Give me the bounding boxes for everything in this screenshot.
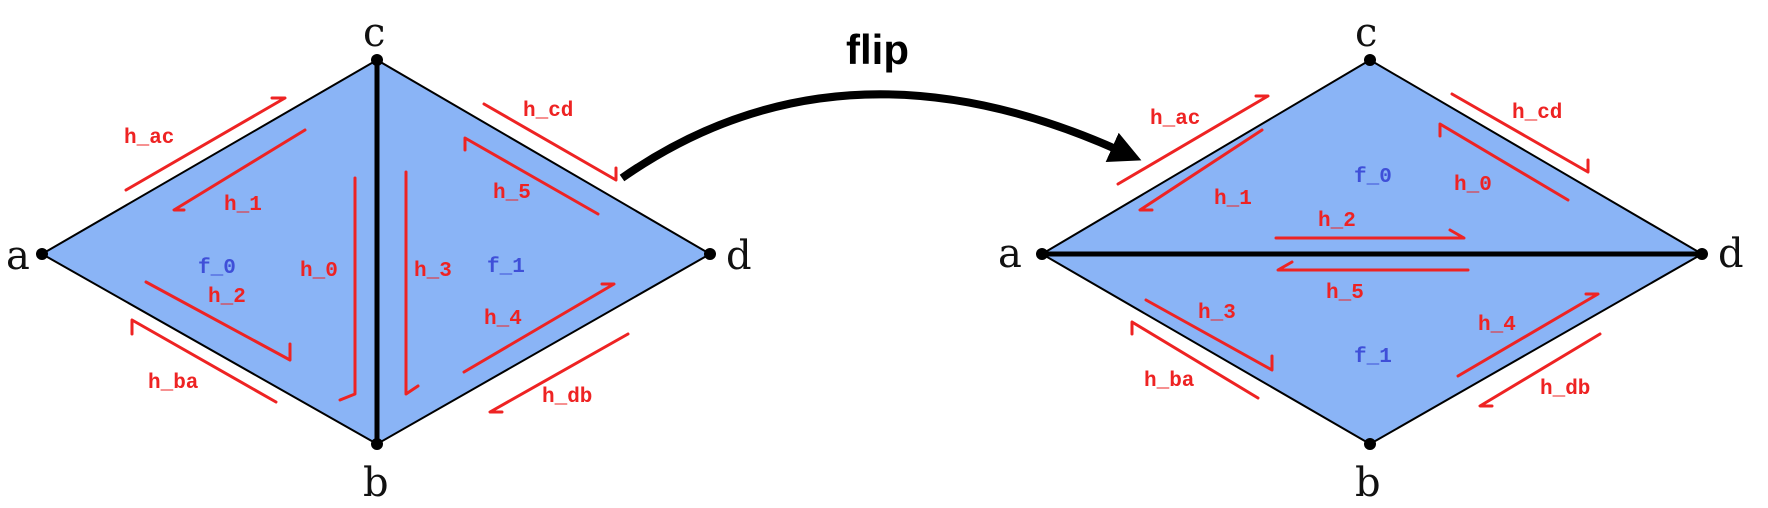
left-vertex-a-dot [36, 248, 48, 260]
right-half-edge-h_ac-label: h_ac [1150, 108, 1200, 131]
left-vertex-b-label: b [363, 460, 389, 506]
right-half-edge-h_4 [1456, 292, 1600, 378]
left-vertex-d-dot [704, 248, 716, 260]
right-vertex-d-dot [1696, 248, 1708, 260]
left-face-f0 [41, 59, 378, 445]
right-half-edge-h_3 [1144, 298, 1274, 372]
left-half-edge-h_1 [172, 128, 307, 212]
right-half-edge-labels: h_ac h_cd h_1 h_0 h_2 h_5 h_3 h_4 h_ba h… [1144, 102, 1590, 401]
left-half-edge-h_ac [124, 96, 287, 192]
right-half-edge-h_0-label: h_0 [1454, 174, 1492, 197]
right-half-edge-h_db-label: h_db [1540, 378, 1590, 401]
left-half-edge-h_db [488, 332, 630, 414]
flip-label: flip [846, 26, 909, 73]
right-vertex-d-label: d [1718, 231, 1744, 277]
left-half-edge-h_0-label: h_0 [300, 260, 338, 283]
left-half-edge-h_ba [130, 318, 278, 404]
left-half-edge-h_2 [144, 280, 292, 362]
right-half-edge-h_3-label: h_3 [1198, 302, 1236, 325]
left-vertex-a-label: a [6, 233, 30, 279]
right-face-labels: f_0 f_1 [1354, 166, 1392, 369]
right-half-edge-h_cd [1450, 92, 1590, 174]
left-half-edge-h_1-label: h_1 [224, 194, 262, 217]
flip-arrow: flip [619, 26, 1142, 182]
left-half-edge-h_3 [404, 170, 420, 396]
left-half-edge-h_cd-label: h_cd [523, 100, 573, 123]
left-half-edge-h_2-label: h_2 [208, 286, 246, 309]
right-vertex-b-dot [1364, 438, 1376, 450]
right-half-edge-h_2 [1274, 228, 1466, 240]
right-half-edge-h_0 [1438, 122, 1570, 202]
left-half-edge-h_0 [338, 176, 357, 402]
right-half-edge-h_2-label: h_2 [1318, 210, 1356, 233]
left-vertex-c-dot [371, 54, 383, 66]
right-vertex-labels: a b c d [998, 10, 1744, 506]
left-face-f1-label: f_1 [487, 256, 525, 279]
right-face-f0-label: f_0 [1354, 166, 1392, 189]
right-vertex-b-label: b [1355, 460, 1381, 506]
right-vertex-a-label: a [998, 231, 1022, 277]
left-half-edge-h_ac-label: h_ac [124, 127, 174, 150]
left-half-edge-h_db-label: h_db [542, 386, 592, 409]
right-half-edge-h_1-label: h_1 [1214, 188, 1252, 211]
left-vertex-labels: a b c d [6, 10, 752, 506]
right-half-edge-h_ba-label: h_ba [1144, 370, 1195, 393]
right-half-edge-h_cd-label: h_cd [1512, 102, 1562, 125]
left-half-edge-labels: h_ac h_cd h_1 h_5 h_0 h_3 h_2 h_4 h_ba h… [124, 100, 592, 409]
right-half-edge-h_db [1478, 332, 1602, 408]
left-half-edge-h_ba-label: h_ba [148, 372, 199, 395]
right-half-edge-h_5-label: h_5 [1326, 282, 1364, 305]
left-half-edge-h_4-label: h_4 [484, 308, 522, 331]
left-half-edge-h_5-label: h_5 [493, 182, 531, 205]
right-face-f1-label: f_1 [1354, 346, 1392, 369]
left-half-edge-h_5 [463, 136, 600, 216]
left-vertex-b-dot [371, 438, 383, 450]
left-half-edge-h_cd [482, 102, 618, 182]
left-vertex-c-label: c [363, 10, 385, 56]
right-half-edge-h_1 [1138, 128, 1264, 212]
left-face-f0-label: f_0 [198, 257, 236, 280]
right-half-edge-h_5 [1276, 260, 1470, 272]
right-vertex-c-label: c [1355, 10, 1377, 56]
right-half-edge-h_4-label: h_4 [1478, 314, 1516, 337]
right-face-f0 [1041, 59, 1703, 255]
right-vertex-c-dot [1364, 54, 1376, 66]
right-mesh [1036, 54, 1708, 450]
left-half-edge-h_3-label: h_3 [414, 260, 452, 283]
right-half-edge-h_ac [1116, 94, 1270, 186]
left-mesh [36, 54, 716, 450]
right-half-edge-h_ba [1130, 320, 1260, 400]
left-vertex-d-label: d [726, 233, 752, 279]
left-face-labels: f_0 f_1 [198, 256, 525, 280]
right-vertex-a-dot [1036, 248, 1048, 260]
left-half-edge-h_4 [462, 282, 616, 374]
